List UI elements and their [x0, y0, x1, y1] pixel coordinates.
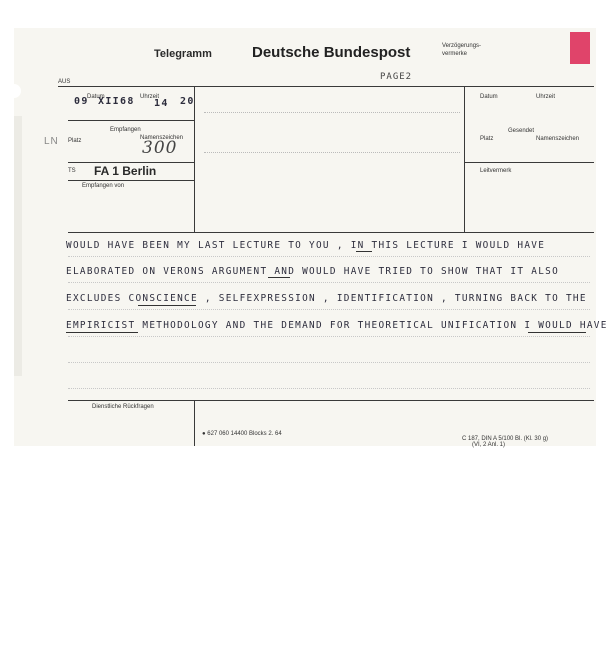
post-horn-icon: ●	[202, 431, 206, 437]
datum-year: 68	[120, 96, 135, 107]
station-name: FA 1 Berlin	[94, 164, 157, 178]
underline-empiricist	[66, 332, 138, 333]
telegramm-label: Telegramm	[154, 48, 212, 60]
right-gesendet-label: Gesendet	[508, 128, 535, 134]
namenszeichen-label: Namenszeichen	[140, 135, 184, 141]
guide-dots-6	[68, 388, 590, 389]
guide-dots-1	[68, 256, 590, 257]
page-label: PAGE2	[380, 72, 413, 82]
aus-label: AUS	[58, 79, 71, 85]
verzoegerung-label: Verzögerungs- vermerke	[442, 43, 482, 57]
pink-tab	[570, 32, 590, 64]
datum-month: XII	[98, 96, 120, 107]
ts-label: TS	[68, 168, 76, 174]
divider-left	[194, 86, 195, 232]
telegram-form: Telegramm Deutsche Bundespost Verzögerun…	[7, 28, 606, 448]
right-rule-1	[464, 162, 594, 163]
footer-divider	[194, 400, 195, 446]
dienstliche-label: Dienstliche Rückfragen	[92, 404, 154, 410]
message-line-1: WOULD HAVE BEEN MY LAST LECTURE TO YOU ,…	[66, 240, 546, 251]
leitvermerk-label: Leitvermerk	[480, 168, 512, 174]
message-line-4: EMPIRICIST METHODOLOGY AND THE DEMAND FO…	[66, 320, 608, 331]
platz-label: Platz	[68, 138, 82, 144]
empfangen-von-label: Empfangen von	[82, 183, 125, 189]
uhrzeit-min: 20	[180, 96, 195, 107]
empfangen-label: Empfangen	[110, 127, 141, 133]
punch-hole-top	[7, 84, 21, 98]
handwritten-number: 300	[142, 138, 178, 158]
print-code: ● 627 060 14400 Blocks 2. 64	[202, 431, 282, 437]
row-rule-3	[68, 180, 194, 181]
agency-name: Deutsche Bundespost	[252, 44, 411, 61]
right-platz-label: Platz	[480, 136, 494, 142]
row-rule-2	[68, 162, 194, 163]
right-datum-label: Datum	[480, 94, 498, 100]
center-dots-2	[204, 152, 460, 153]
datum-day: 09	[74, 96, 89, 107]
underline-conscience	[138, 305, 196, 306]
right-uhrzeit-label: Uhrzeit	[536, 94, 556, 100]
top-rule	[58, 86, 594, 87]
row-rule-1	[68, 120, 194, 121]
ln-code: LN	[44, 136, 59, 147]
divider-right	[464, 86, 465, 232]
footer-rule	[68, 400, 594, 401]
form-code-1: C 187, DIN A 5/100 Bl. (Kl. 30 g)	[462, 436, 549, 442]
underline-and	[268, 277, 290, 278]
form-code-2: (VI, 2 Anl. 1)	[472, 442, 506, 448]
uhrzeit-label: Uhrzeit	[140, 94, 160, 100]
edge-notch	[14, 116, 22, 376]
guide-dots-4	[68, 336, 590, 337]
uhrzeit-hour: 14	[154, 98, 169, 109]
guide-dots-3	[68, 309, 590, 310]
right-namenszeichen-label: Namenszeichen	[536, 136, 580, 142]
message-top-rule	[68, 232, 594, 233]
underline-would-have	[528, 332, 586, 333]
message-line-3: EXCLUDES CONSCIENCE , SELFEXPRESSION , I…	[66, 293, 587, 304]
guide-dots-2	[68, 282, 590, 283]
print-code-text: 627 060 14400 Blocks 2. 64	[207, 431, 282, 437]
underline-in	[356, 251, 372, 252]
datum-label: Datum	[87, 94, 105, 100]
center-dots-1	[204, 112, 460, 113]
message-line-2: ELABORATED ON VERONS ARGUMENT AND WOULD …	[66, 266, 560, 277]
guide-dots-5	[68, 362, 590, 363]
